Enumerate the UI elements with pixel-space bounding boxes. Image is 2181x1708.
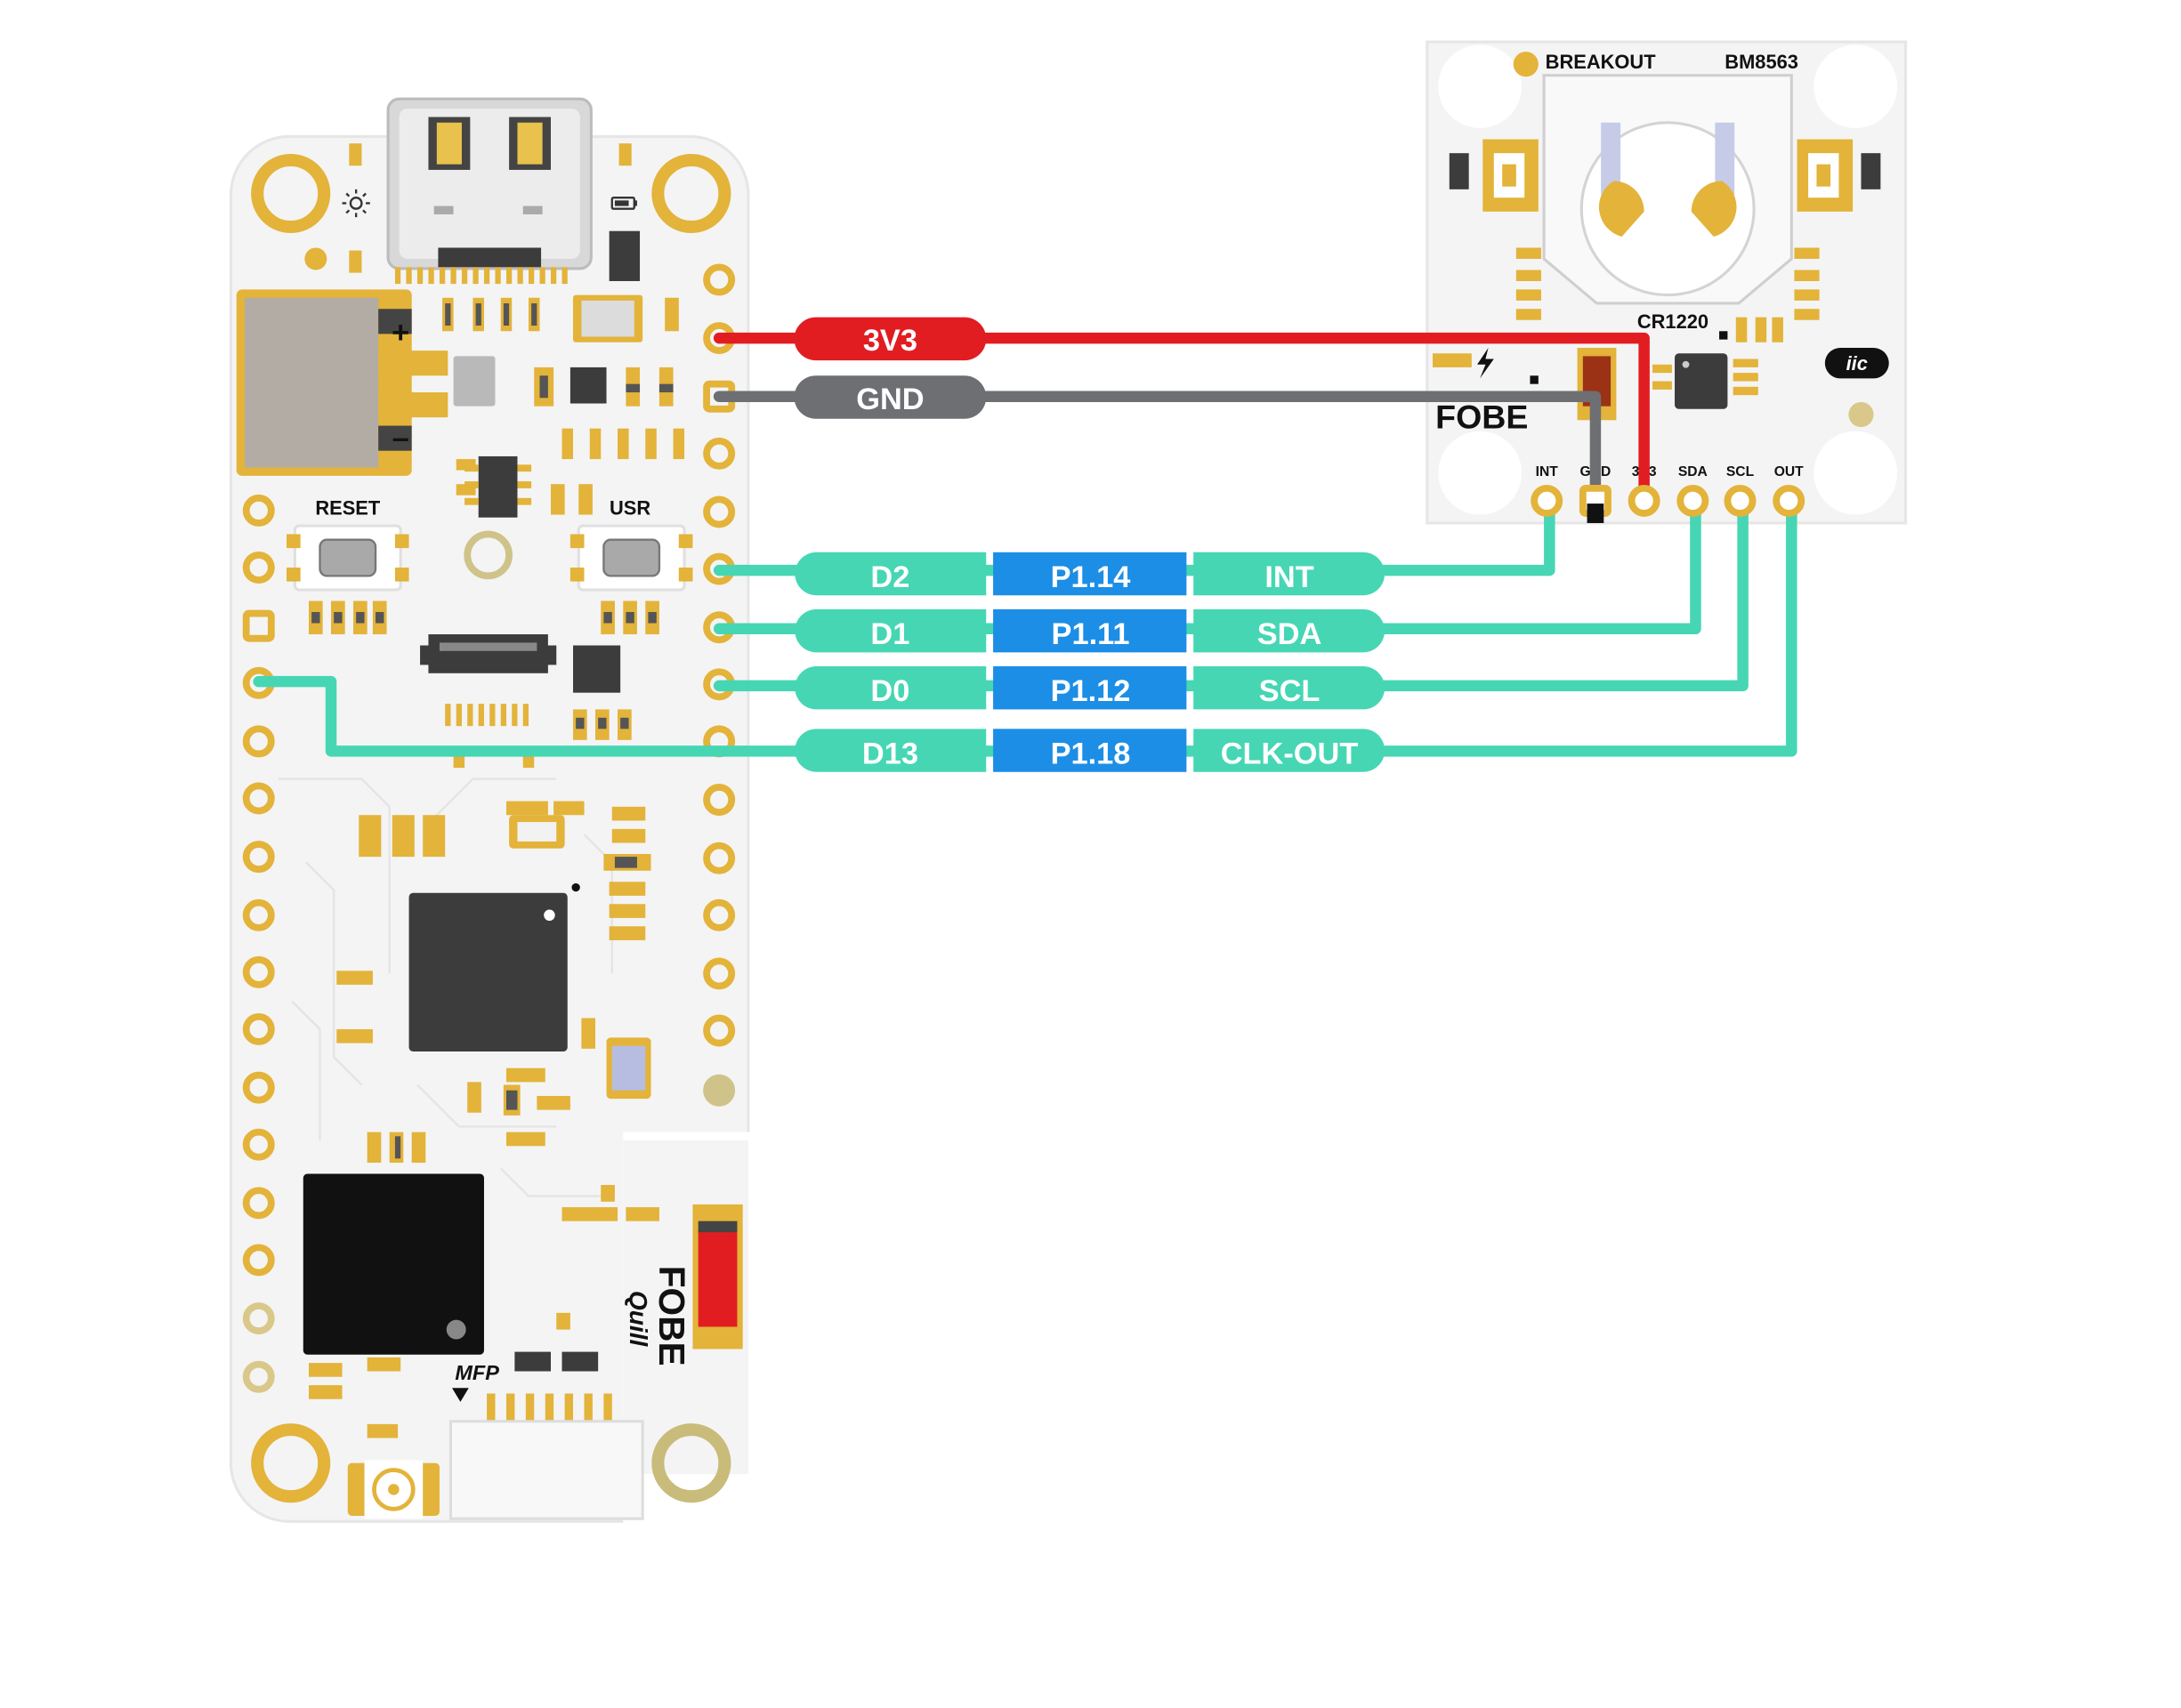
mount-hole	[651, 1423, 731, 1503]
pill-p1-12-label: P1.12	[1051, 674, 1131, 708]
left-header-pins	[242, 494, 275, 1393]
pill-p1-12	[993, 665, 1187, 710]
coin-cell-holder	[1482, 74, 1854, 305]
mount-hole	[251, 153, 331, 234]
pill-d0-label: D0	[870, 674, 909, 708]
smd-components	[304, 143, 685, 1438]
breakout-logo: FOBE	[1435, 399, 1528, 436]
pill-scl	[1193, 665, 1385, 710]
pill-scl-label: SCL	[1259, 674, 1321, 708]
main-board: + – RESET USR	[229, 97, 763, 1535]
test-point	[464, 530, 513, 580]
pill-clk-out	[1193, 729, 1385, 772]
pill-d0	[795, 665, 987, 710]
pill-p1-18	[993, 729, 1187, 772]
pill-sda	[1193, 608, 1385, 653]
breakout-title: BREAKOUT	[1546, 51, 1657, 73]
breakout-pin-out: OUT	[1774, 464, 1804, 479]
fpc-connector	[420, 634, 557, 727]
pill-sda-label: SDA	[1257, 617, 1322, 651]
pill-d13	[795, 729, 987, 772]
pill-d2-label: D2	[870, 560, 909, 594]
wire-3v3	[713, 332, 1650, 507]
breakout-pin-scl: SCL	[1726, 464, 1755, 479]
breakout-chip-name: BM8563	[1725, 51, 1798, 73]
breakout-test-point	[1513, 52, 1539, 77]
pill-gnd-label: GND	[856, 383, 924, 416]
fuse-component	[692, 1204, 743, 1349]
pill-int-label: INT	[1264, 560, 1313, 594]
user-button-label: USR	[610, 497, 650, 520]
mfp-arrow-icon	[452, 1388, 469, 1402]
wire-gnd	[713, 391, 1602, 523]
breakout-board: BREAKOUT BM8563 CR1220	[1426, 40, 1908, 525]
battery-icon	[610, 197, 637, 210]
pill-3v3	[794, 317, 987, 361]
mounting-holes	[251, 153, 731, 1503]
pill-gnd	[794, 375, 987, 419]
gnd-wire-end	[1587, 504, 1604, 523]
pill-p1-11-label: P1.11	[1052, 617, 1130, 651]
battery-minus-label: –	[392, 422, 409, 455]
pcb-traces	[278, 777, 613, 1197]
user-button: USR	[569, 497, 693, 592]
wire-clk-out	[253, 495, 1797, 757]
sun-icon	[342, 189, 370, 218]
pill-d13-label: D13	[862, 737, 918, 770]
battery-connector: + –	[236, 289, 448, 476]
pill-d1-label: D1	[870, 617, 909, 651]
pill-3v3-label: 3V3	[863, 324, 917, 358]
reset-button: RESET	[287, 497, 409, 592]
mcu-chip	[408, 882, 580, 1051]
breakout-smd	[1433, 153, 1881, 421]
reset-button-label: RESET	[315, 497, 381, 520]
pill-p1-18-label: P1.18	[1051, 737, 1131, 770]
breakout-pin-int: INT	[1536, 464, 1559, 479]
mfp-connector: MFP	[448, 1351, 644, 1520]
flash-chip	[303, 1173, 484, 1355]
pill-int	[1193, 552, 1385, 596]
battery-type-label: CR1220	[1637, 310, 1708, 333]
pill-p1-14-label: P1.14	[1051, 560, 1131, 594]
pill-d1	[795, 608, 987, 653]
mount-hole	[651, 153, 731, 234]
breakout-test-point	[1848, 401, 1874, 428]
small-chip	[573, 645, 621, 693]
pill-clk-out-label: CLK-OUT	[1221, 737, 1359, 770]
main-board-model: Quill	[625, 1291, 652, 1348]
iic-badge-label: iic	[1846, 352, 1868, 375]
pill-p1-11	[993, 608, 1187, 653]
main-board-logo: FOBE	[651, 1266, 692, 1366]
pill-p1-14	[993, 552, 1187, 596]
label-pills: 3V3 GND D2 P1.14 INT D1 P1.11 SDA D0 P1.…	[794, 317, 1385, 772]
mfp-label: MFP	[455, 1361, 499, 1384]
breakout-pin-sda: SDA	[1678, 464, 1708, 479]
pill-d2	[795, 552, 987, 596]
charge-bolt-icon	[1477, 348, 1494, 379]
antenna-connector	[347, 1460, 440, 1519]
mount-hole	[251, 1423, 331, 1503]
battery-plus-label: +	[392, 316, 409, 350]
iic-badge: iic	[1824, 348, 1889, 379]
regulator-chip	[464, 455, 532, 518]
usb-c-connector	[386, 97, 593, 285]
